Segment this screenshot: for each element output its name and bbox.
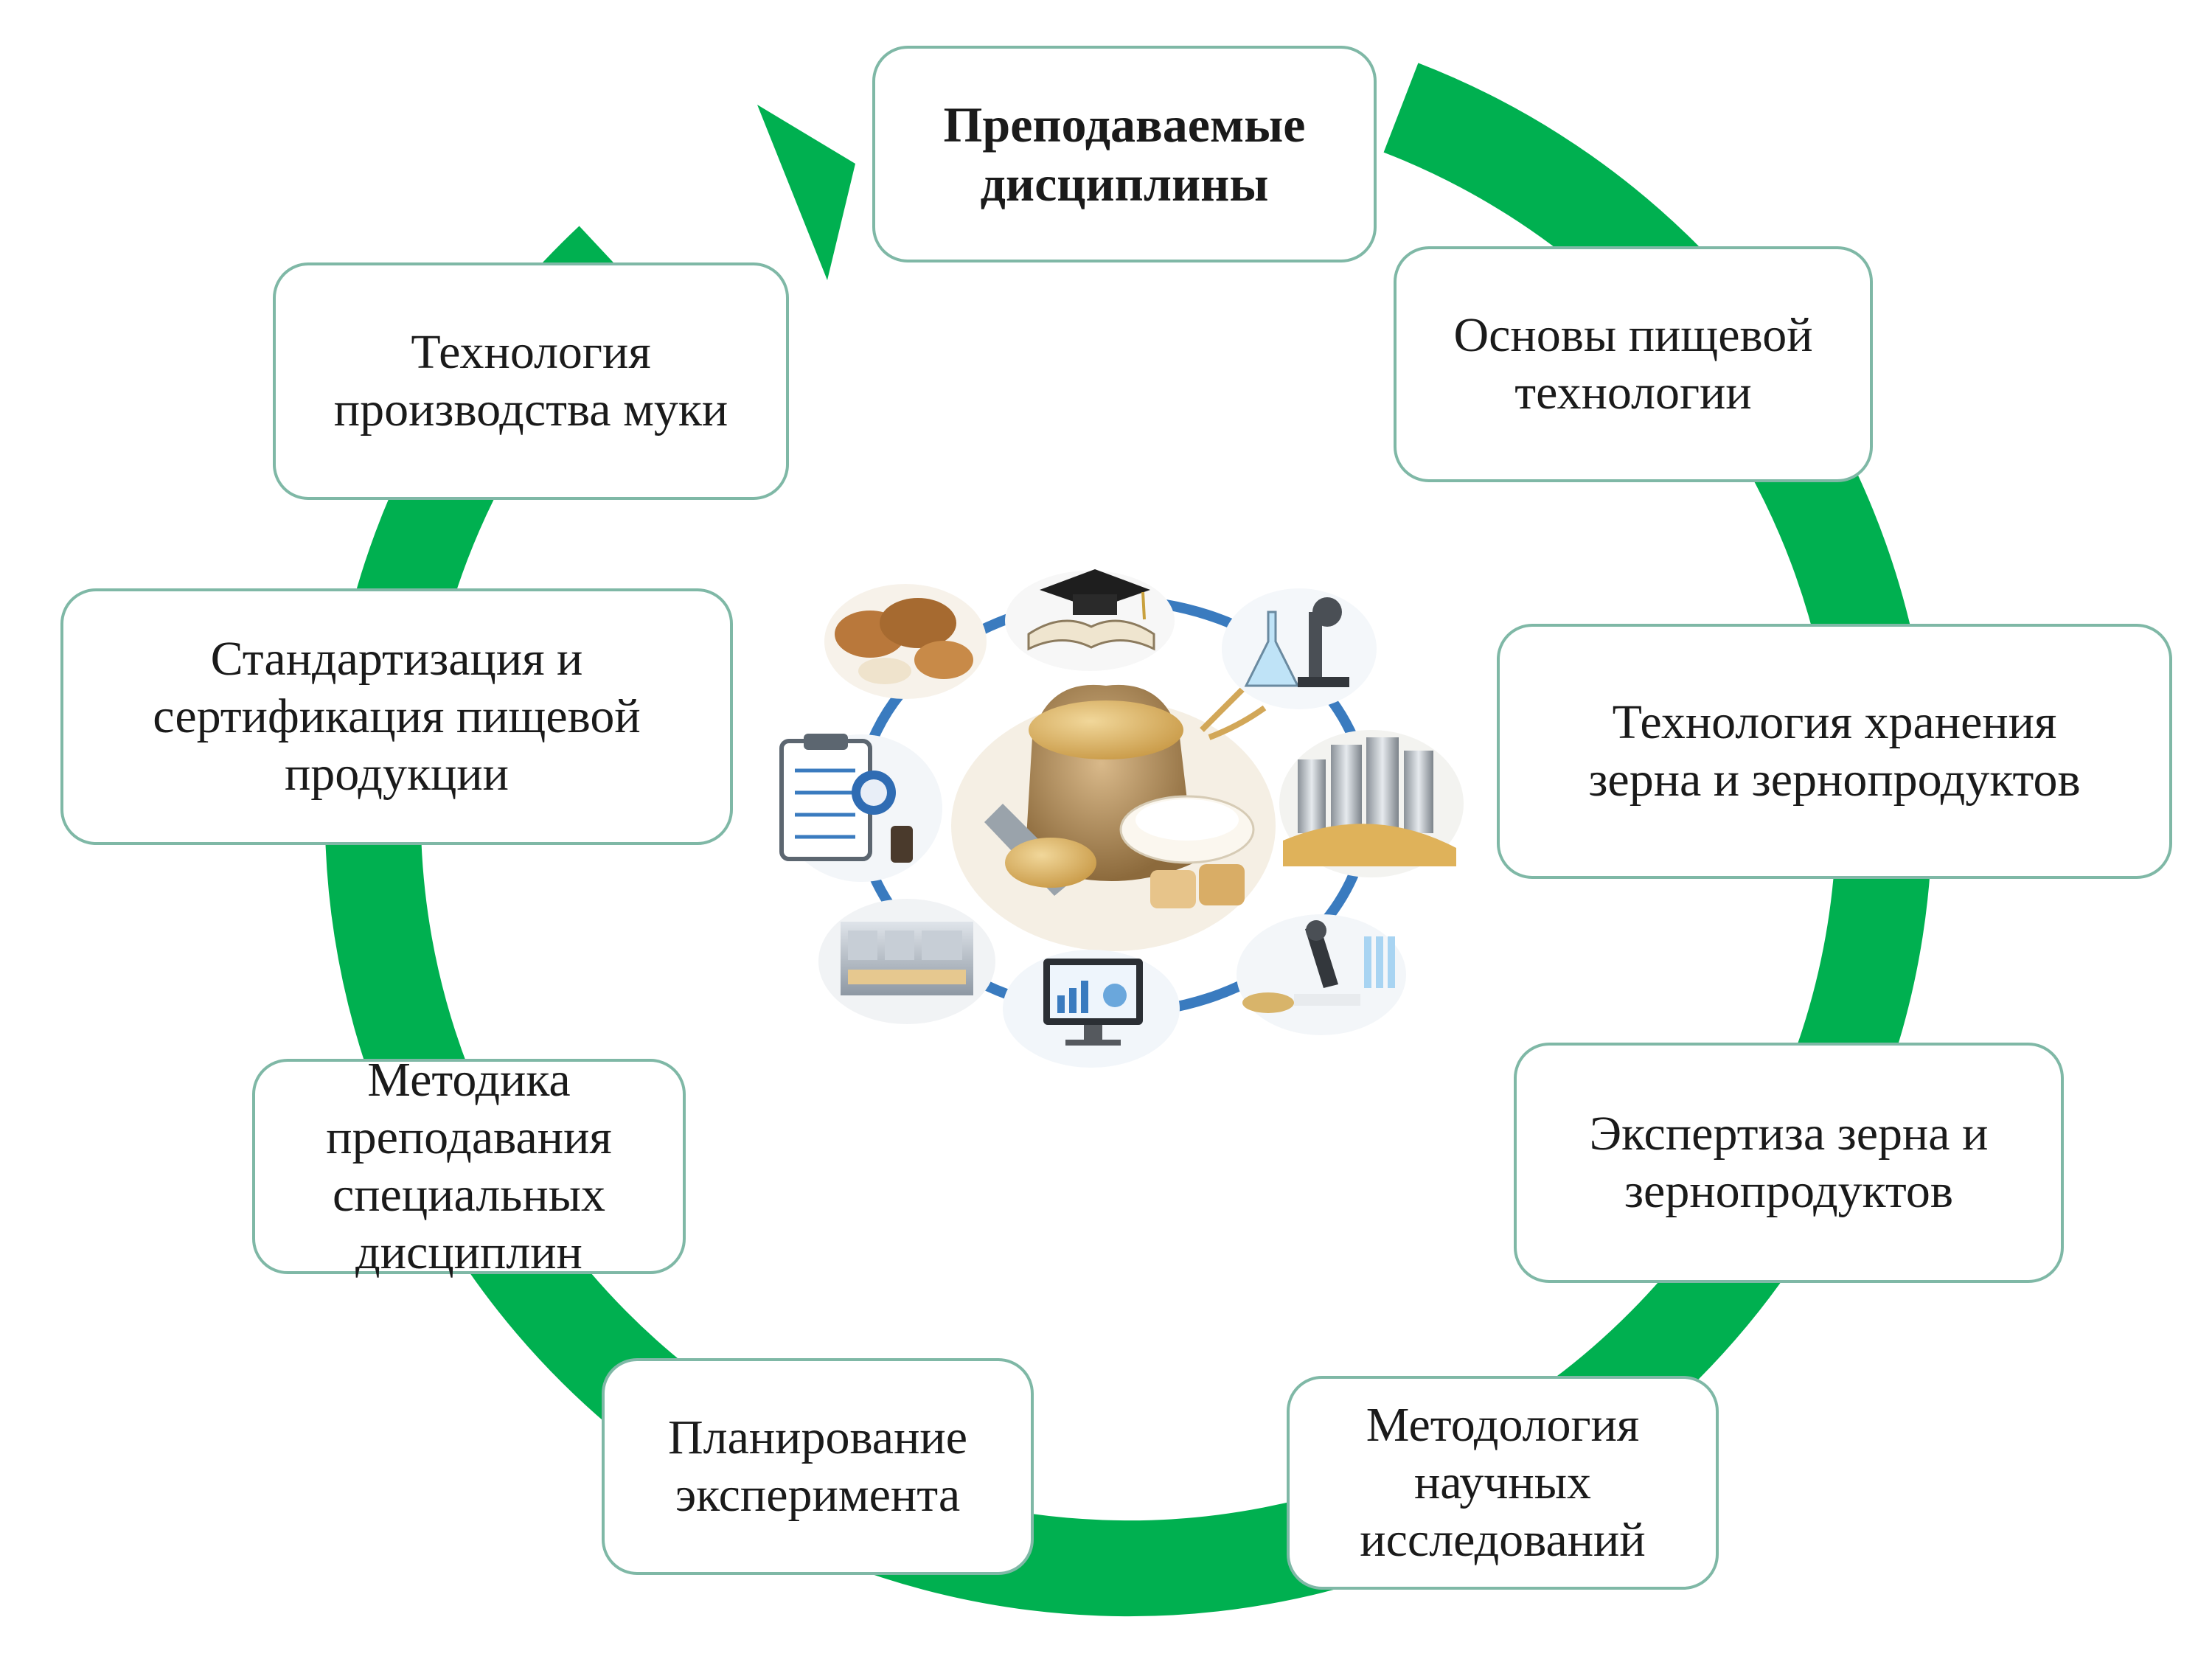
node-label-line: научных: [1413, 1455, 1592, 1510]
node-label-line: продукции: [284, 746, 509, 801]
node-label-line: Технология хранения: [1612, 695, 2057, 750]
bread-loaves-icon: [824, 584, 987, 699]
discipline-node-experiment-planning: Планирование эксперимента: [602, 1358, 1034, 1575]
certificate-clipboard-icon: [779, 734, 942, 882]
node-label-line: Планирование: [667, 1411, 968, 1465]
microscope-icon: [1237, 914, 1406, 1035]
node-label-line: сертификация пищевой: [153, 689, 641, 744]
node-label-line: зернопродуктов: [1624, 1164, 1953, 1218]
laboratory-flask-icon: [1222, 588, 1377, 709]
node-label-line: дисциплин: [355, 1225, 582, 1279]
grain-silos-icon: [1279, 730, 1464, 877]
node-label-line: преподавания: [326, 1110, 612, 1165]
graduation-cap-icon: [1005, 569, 1175, 671]
ring-arrowhead: [757, 105, 855, 280]
production-line-icon: [818, 899, 995, 1024]
node-label-line: исследований: [1360, 1512, 1646, 1567]
node-label-line: Экспертиза зерна и: [1589, 1107, 1989, 1161]
node-label-line: Основы пищевой: [1453, 308, 1813, 363]
title-line: Преподаваемые: [943, 96, 1306, 153]
node-label-line: производства муки: [333, 383, 728, 437]
discipline-node-flour-production: Технология производства муки: [273, 262, 789, 500]
node-label-line: Технология: [411, 325, 651, 380]
node-label-line: эксперимента: [675, 1468, 961, 1522]
grain-sack-illustration: [951, 684, 1276, 951]
discipline-node-research-methodology: Методология научных исследований: [1287, 1376, 1719, 1590]
title-line: дисциплины: [980, 156, 1269, 212]
discipline-node-standardization-certification: Стандартизация и сертификация пищевой пр…: [60, 588, 733, 845]
discipline-node-food-technology-basics: Основы пищевой технологии: [1394, 246, 1873, 482]
discipline-node-grain-expertise: Экспертиза зерна и зернопродуктов: [1514, 1043, 2064, 1283]
computer-analytics-icon: [1003, 950, 1180, 1068]
discipline-node-teaching-methodology: Методика преподавания специальных дисцип…: [252, 1053, 686, 1279]
node-label-line: зерна и зернопродуктов: [1588, 753, 2081, 807]
node-label-line: Методика: [367, 1053, 571, 1107]
node-label-line: технологии: [1514, 366, 1752, 420]
title-node: Преподаваемые дисциплины: [872, 46, 1377, 262]
node-label-line: специальных: [332, 1168, 606, 1222]
node-label-line: Методология: [1366, 1398, 1640, 1453]
node-label-line: Стандартизация и: [210, 632, 583, 686]
discipline-node-grain-storage: Технология хранения зерна и зернопродукт…: [1497, 624, 2172, 879]
